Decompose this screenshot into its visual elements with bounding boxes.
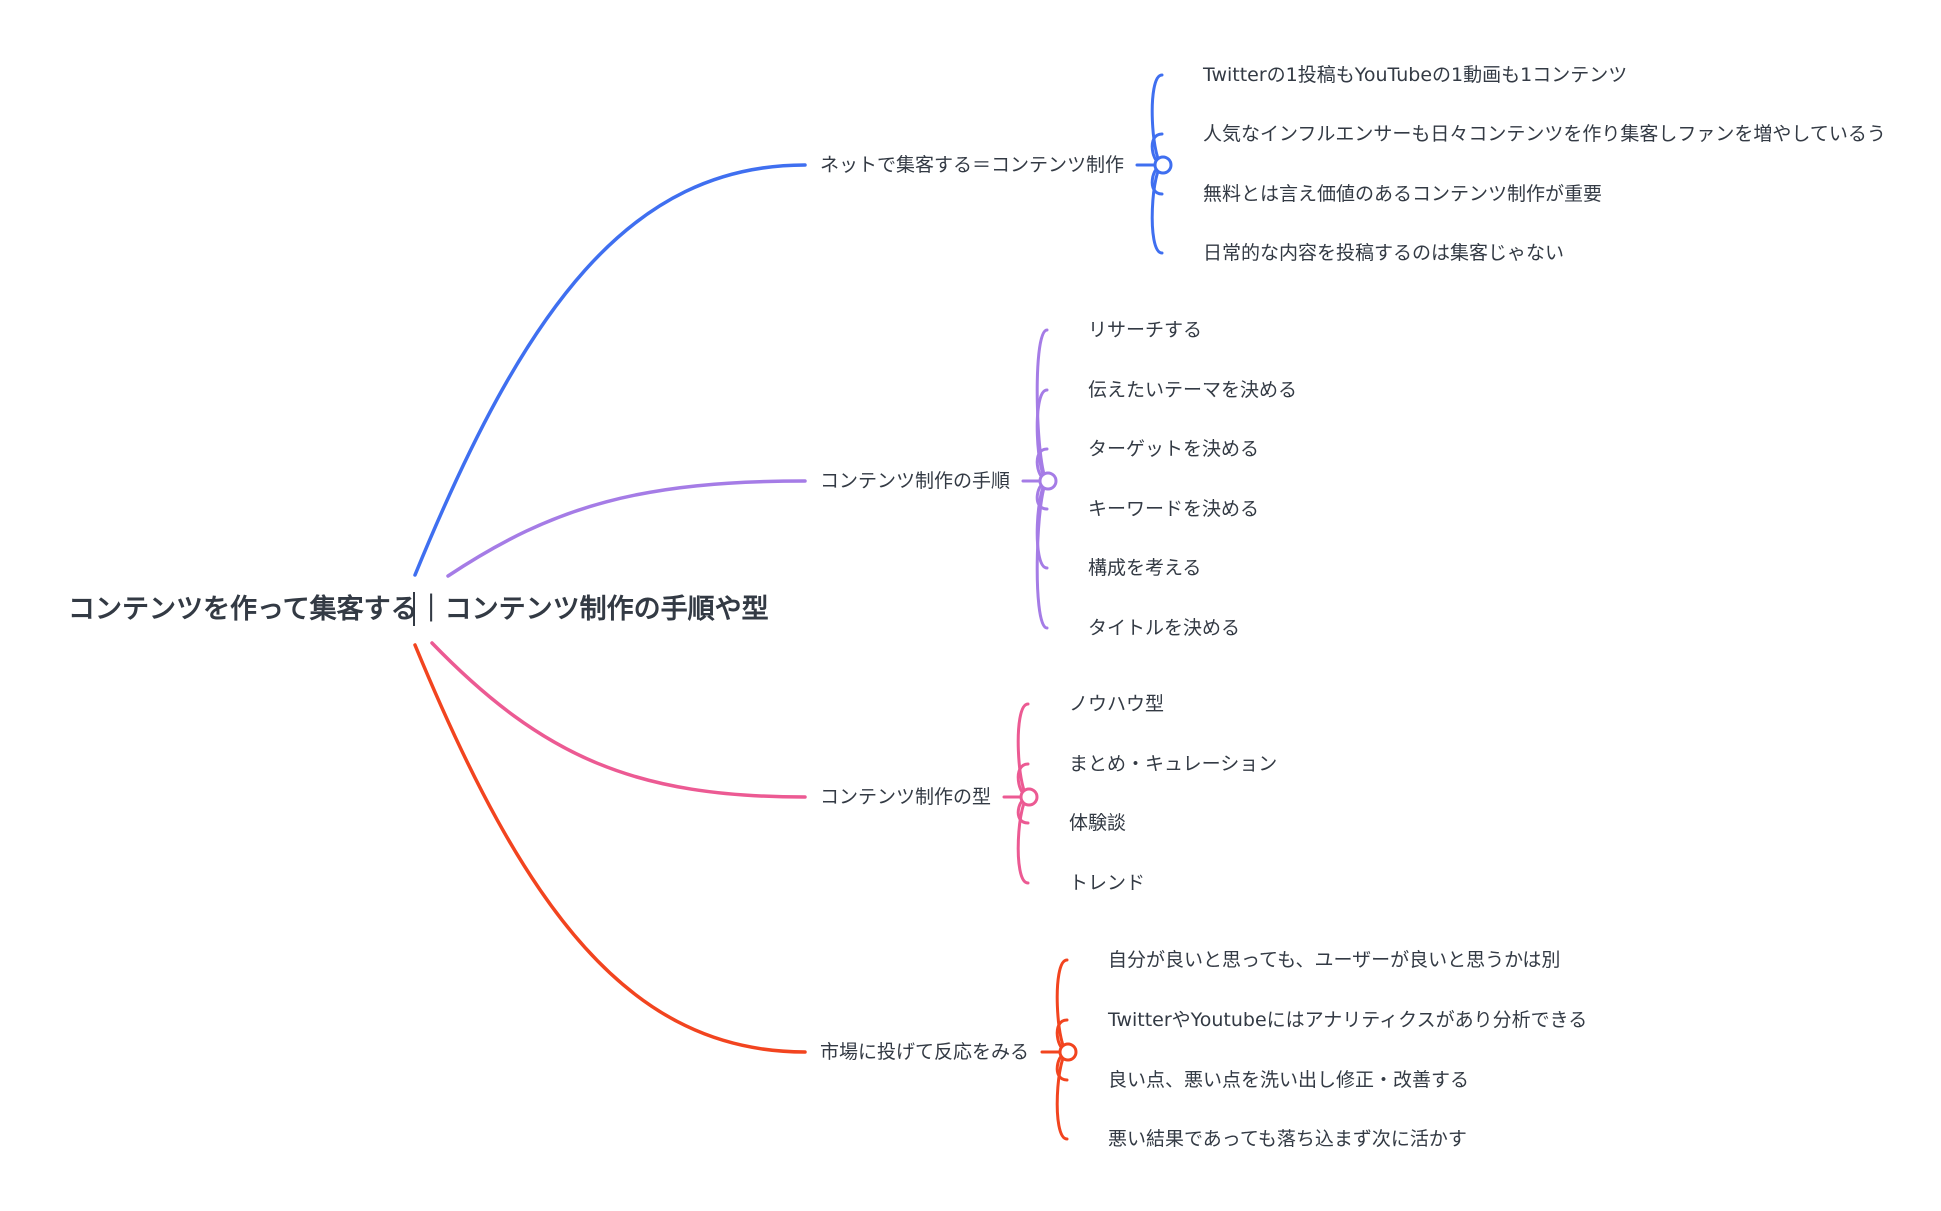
leaf-topic-2-2[interactable]: 伝えたいテーマを決める <box>1088 379 1298 401</box>
branch-topic-2[interactable]: コンテンツ制作の手順 <box>820 470 1011 492</box>
leaf-topic-3-2[interactable]: まとめ・キュレーション <box>1069 753 1278 775</box>
branch-topic-1[interactable]: ネットで集客する＝コンテンツ制作 <box>820 154 1125 176</box>
root-topic[interactable]: コンテンツを作って集客する｜コンテンツ制作の手順や型 <box>68 594 769 625</box>
branch-topic-3[interactable]: コンテンツ制作の型 <box>820 786 992 808</box>
collapse-toggle-2[interactable] <box>1038 471 1058 491</box>
branch-connector-1 <box>413 163 807 577</box>
leaf-topic-3-3[interactable]: 体験談 <box>1069 812 1127 834</box>
branch-topic-4[interactable]: 市場に投げて反応をみる <box>820 1041 1030 1063</box>
branch-connector-4 <box>413 643 807 1054</box>
branch-connector-3 <box>430 641 807 799</box>
leaf-topic-2-1[interactable]: リサーチする <box>1088 319 1203 341</box>
collapse-toggle-4[interactable] <box>1058 1042 1078 1062</box>
leaf-topic-2-6[interactable]: タイトルを決める <box>1088 617 1241 639</box>
leaf-topic-3-1[interactable]: ノウハウ型 <box>1069 693 1165 715</box>
leaf-topic-4-4[interactable]: 悪い結果であっても落ち込まず次に活かす <box>1108 1128 1467 1150</box>
branch-connector-2 <box>446 479 807 578</box>
leaf-topic-3-4[interactable]: トレンド <box>1069 872 1146 894</box>
leaf-topic-2-5[interactable]: 構成を考える <box>1088 557 1202 579</box>
leaf-topic-1-3[interactable]: 無料とは言え価値のあるコンテンツ制作が重要 <box>1203 183 1603 205</box>
leaf-topic-1-4[interactable]: 日常的な内容を投稿するのは集客じゃない <box>1203 242 1565 264</box>
leaf-topic-4-2[interactable]: TwitterやYoutubeにはアナリティクスがあり分析できる <box>1108 1009 1588 1031</box>
collapse-toggle-3[interactable] <box>1019 787 1039 807</box>
leaf-topic-4-3[interactable]: 良い点、悪い点を洗い出し修正・改善する <box>1108 1069 1470 1091</box>
leaf-topic-4-1[interactable]: 自分が良いと思っても、ユーザーが良いと思うかは別 <box>1108 949 1561 971</box>
leaf-topic-2-4[interactable]: キーワードを決める <box>1088 498 1260 520</box>
collapse-toggle-1[interactable] <box>1153 155 1173 175</box>
leaf-topic-2-3[interactable]: ターゲットを決める <box>1088 438 1260 460</box>
leaf-topic-1-1[interactable]: Twitterの1投稿もYouTubeの1動画も1コンテンツ <box>1203 64 1628 86</box>
leaf-topic-1-2[interactable]: 人気なインフルエンサーも日々コンテンツを作り集客しファンを増やしているう <box>1203 123 1886 145</box>
